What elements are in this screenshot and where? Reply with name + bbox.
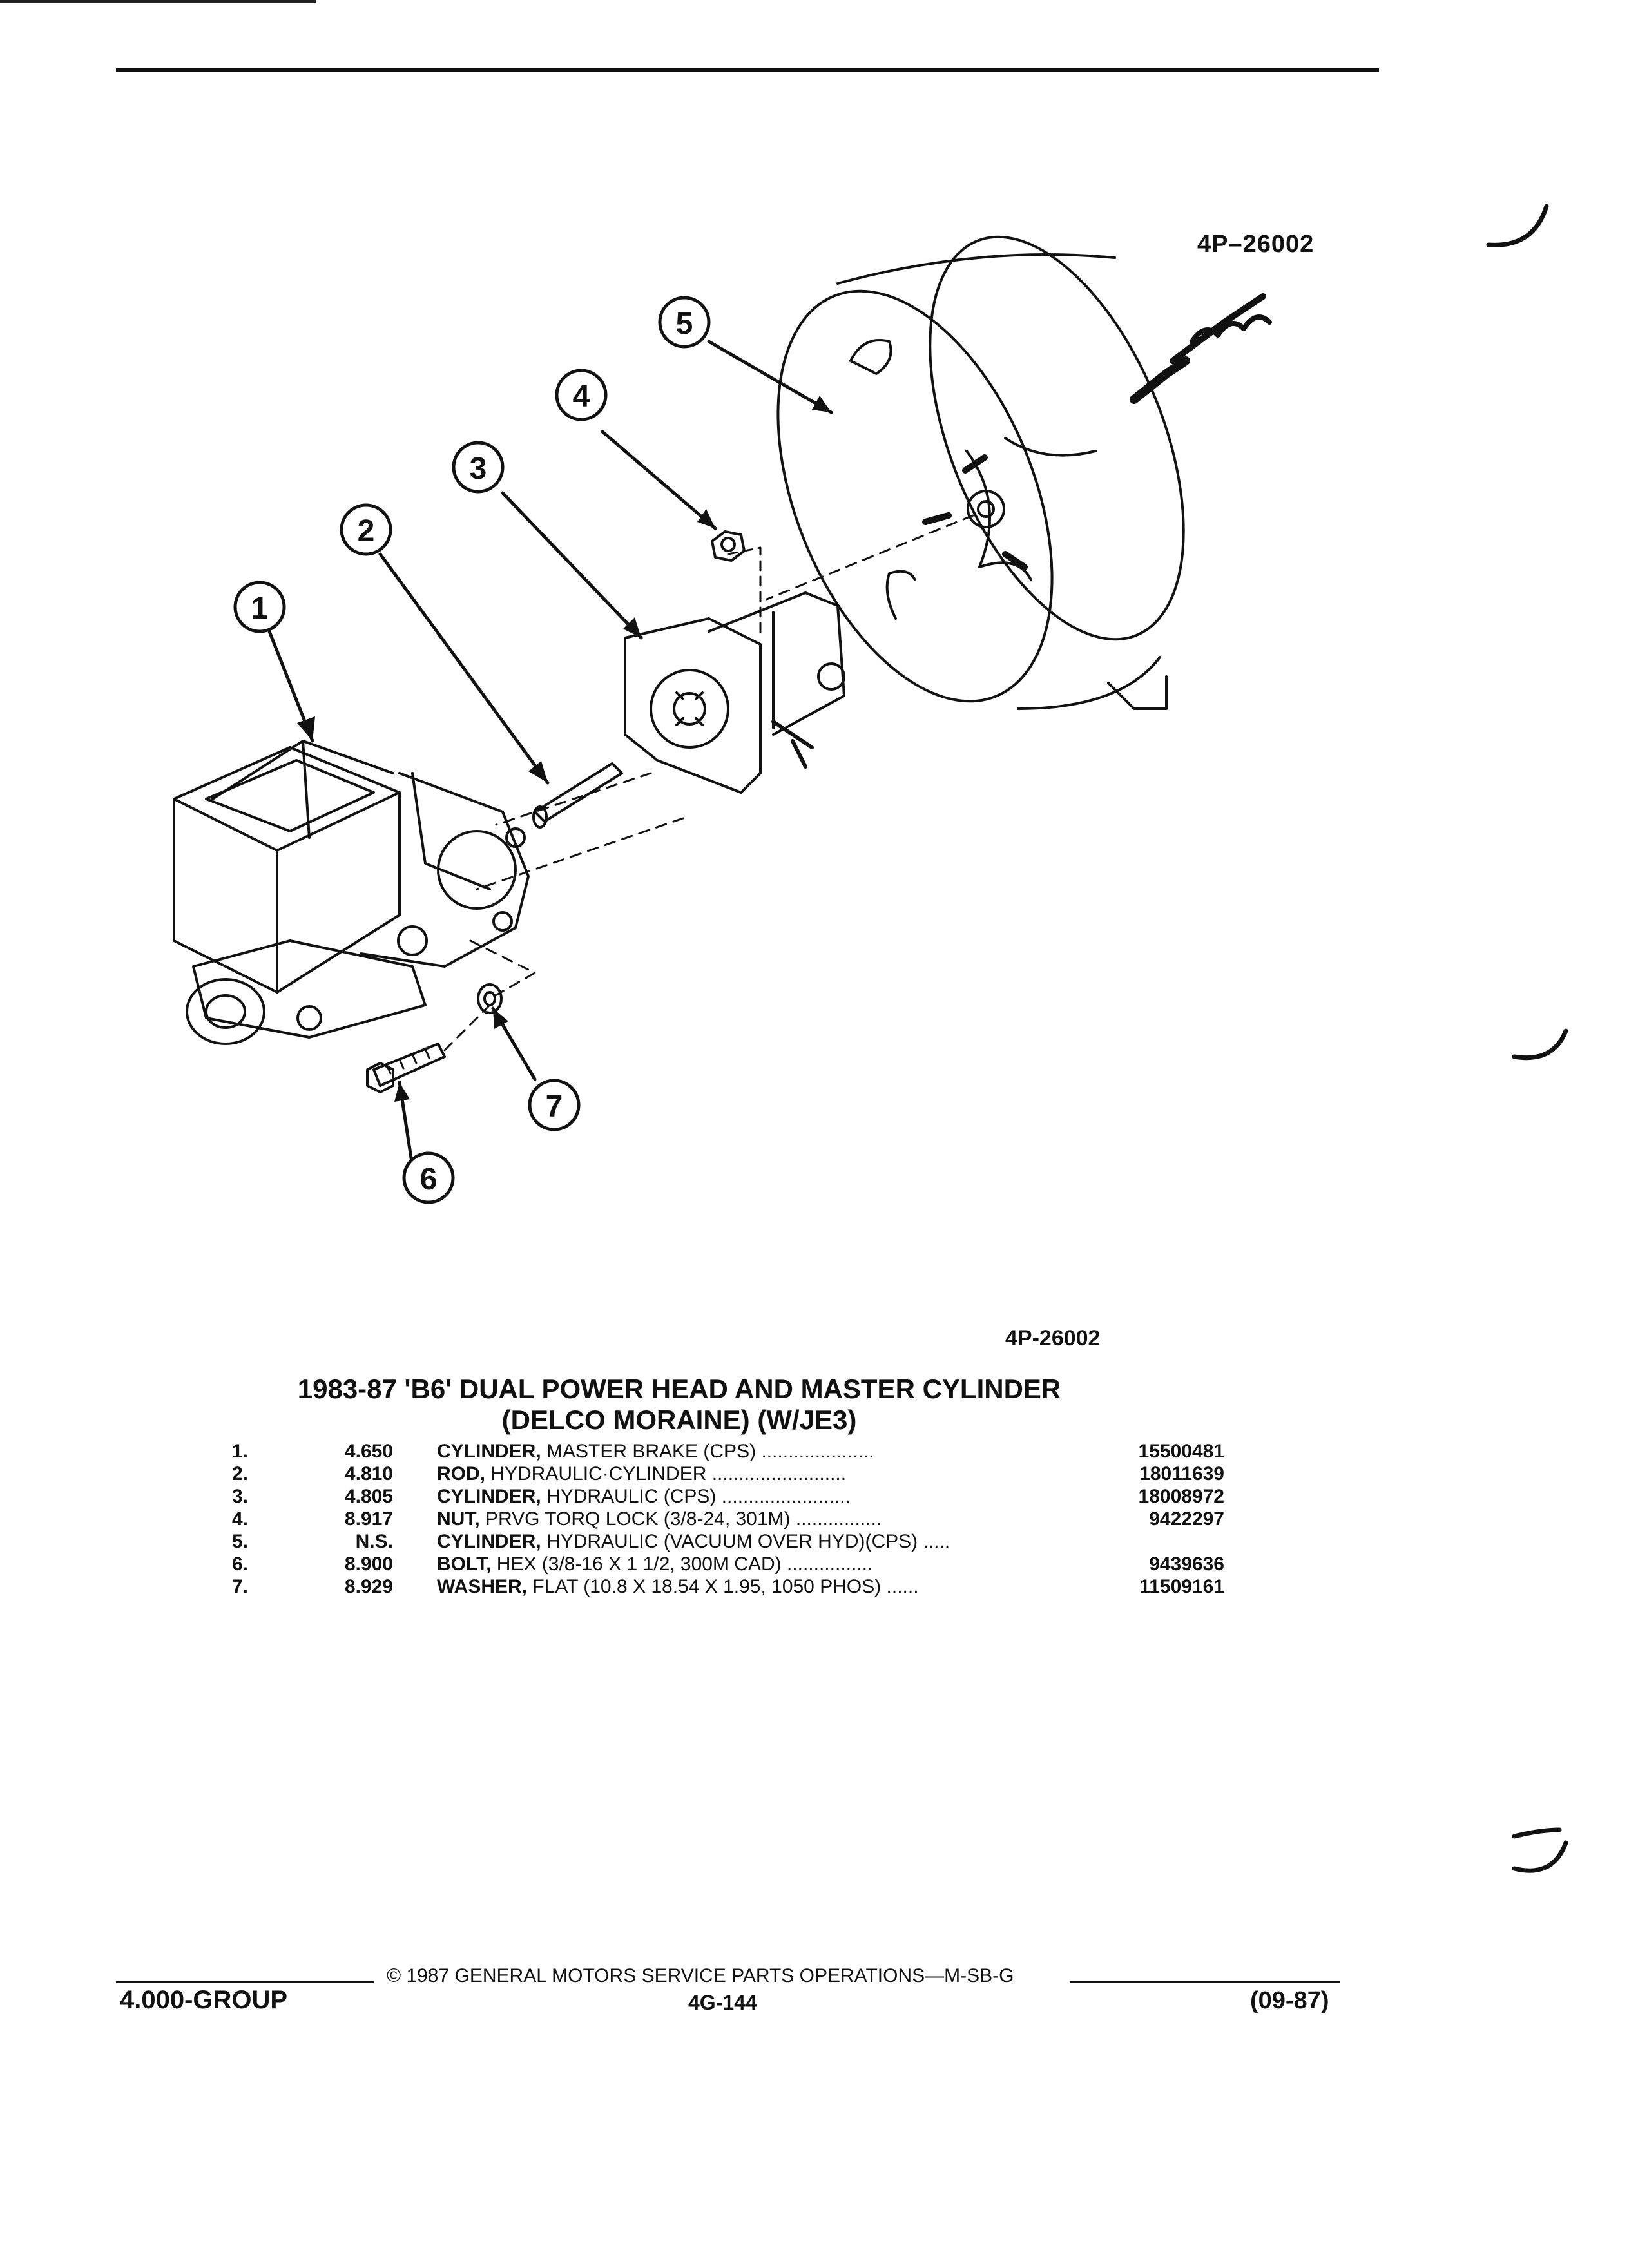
item-name: CYLINDER,	[437, 1486, 541, 1507]
item-detail: MASTER BRAKE (CPS) .....................	[541, 1441, 874, 1462]
page-number: 4G-144	[688, 1991, 757, 2014]
item-detail: HYDRAULIC (VACUUM OVER HYD)(CPS) .....	[541, 1531, 950, 1552]
item-name: WASHER,	[437, 1576, 528, 1597]
top-short-rule	[0, 0, 316, 3]
svg-text:3: 3	[470, 452, 487, 486]
svg-text:1: 1	[251, 591, 269, 626]
exploded-parts-diagram: 1 2 3 4 5 6 7	[173, 235, 1272, 1204]
item-code: 4.810	[344, 1463, 393, 1485]
power-booster-drawing	[776, 235, 1272, 710]
svg-text:7: 7	[546, 1090, 563, 1124]
parts-row: 3. 4.805 CYLINDER, HYDRAULIC (CPS) .....…	[219, 1486, 1224, 1508]
item-description: CYLINDER, HYDRAULIC (VACUUM OVER HYD)(CP…	[437, 1531, 1081, 1553]
master-cylinder-drawing	[173, 740, 530, 1045]
parts-row: 5. N.S. CYLINDER, HYDRAULIC (VACUUM OVER…	[219, 1531, 1224, 1553]
callout-7: 7	[528, 1079, 581, 1131]
item-detail: HYDRAULIC·CYLINDER .....................…	[485, 1463, 847, 1485]
item-number: 4.	[232, 1508, 249, 1530]
item-name: CYLINDER,	[437, 1441, 541, 1462]
item-name: ROD,	[437, 1463, 485, 1485]
svg-text:2: 2	[358, 514, 375, 548]
parts-row: 2. 4.810 ROD, HYDRAULIC·CYLINDER .......…	[219, 1463, 1224, 1486]
item-detail: HYDRAULIC (CPS) ........................	[541, 1486, 851, 1507]
part-number: 15500481	[1138, 1441, 1224, 1462]
item-description: NUT, PRVG TORQ LOCK (3/8-24, 301M) .....…	[437, 1508, 1081, 1530]
item-code: 4.805	[344, 1486, 393, 1507]
hydraulic-cylinder-drawing	[624, 591, 845, 794]
callout-3: 3	[452, 441, 505, 494]
footer-rule-left	[116, 1981, 374, 1983]
item-number: 5.	[232, 1531, 249, 1552]
item-detail: PRVG TORQ LOCK (3/8-24, 301M) ..........…	[479, 1508, 882, 1530]
bolt-drawing	[366, 1043, 446, 1093]
item-name: NUT,	[437, 1508, 480, 1530]
parts-row: 4. 8.917 NUT, PRVG TORQ LOCK (3/8-24, 30…	[219, 1508, 1224, 1531]
rod-drawing	[532, 762, 623, 829]
item-number: 1.	[232, 1441, 249, 1462]
item-description: WASHER, FLAT (10.8 X 18.54 X 1.95, 1050 …	[437, 1576, 1081, 1598]
item-number: 2.	[232, 1463, 249, 1485]
item-code: 8.929	[344, 1576, 393, 1597]
parts-list: 1. 4.650 CYLINDER, MASTER BRAKE (CPS) ..…	[219, 1441, 1224, 1599]
part-number: 11509161	[1139, 1576, 1224, 1597]
part-number: 9439636	[1149, 1553, 1224, 1575]
part-number: 18008972	[1138, 1486, 1224, 1507]
item-description: CYLINDER, MASTER BRAKE (CPS) ...........…	[437, 1441, 1081, 1463]
item-number: 7.	[232, 1576, 249, 1597]
part-number: 18011639	[1139, 1463, 1224, 1485]
item-name: CYLINDER,	[437, 1531, 541, 1552]
item-description: CYLINDER, HYDRAULIC (CPS) ..............…	[437, 1486, 1081, 1508]
top-rule	[116, 68, 1379, 72]
item-detail: FLAT (10.8 X 18.54 X 1.95, 1050 PHOS) ..…	[527, 1576, 919, 1597]
callout-6: 6	[402, 1151, 455, 1204]
nut-drawing	[711, 530, 762, 639]
callout-4: 4	[555, 369, 608, 421]
item-number: 3.	[232, 1486, 249, 1507]
footer-rule-right	[1070, 1981, 1340, 1983]
page-subtitle: (DELCO MORAINE) (W/JE3)	[501, 1405, 857, 1435]
page-title: 1983-87 'B6' DUAL POWER HEAD AND MASTER …	[297, 1374, 1061, 1404]
item-code: 8.917	[344, 1508, 393, 1530]
group-label: 4.000-GROUP	[120, 1986, 288, 2014]
figure-code-top: 4P–26002	[1197, 231, 1315, 258]
item-code: N.S.	[355, 1531, 393, 1552]
parts-row: 1. 4.650 CYLINDER, MASTER BRAKE (CPS) ..…	[219, 1441, 1224, 1463]
callout-5: 5	[658, 296, 711, 349]
callout-2: 2	[340, 503, 392, 556]
part-number: 9422297	[1149, 1508, 1224, 1530]
item-description: BOLT, HEX (3/8-16 X 1 1/2, 300M CAD) ...…	[437, 1553, 1081, 1575]
revision-date: (09-87)	[1250, 1987, 1329, 2014]
item-name: BOLT,	[437, 1553, 492, 1575]
item-code: 4.650	[344, 1441, 393, 1462]
parts-row: 7. 8.929 WASHER, FLAT (10.8 X 18.54 X 1.…	[219, 1576, 1224, 1599]
svg-text:6: 6	[420, 1162, 438, 1196]
callout-1: 1	[233, 581, 286, 633]
item-detail: HEX (3/8-16 X 1 1/2, 300M CAD) .........…	[491, 1553, 873, 1575]
copyright-notice: © 1987 GENERAL MOTORS SERVICE PARTS OPER…	[387, 1965, 1014, 1986]
svg-text:4: 4	[573, 380, 590, 414]
svg-text:5: 5	[676, 307, 693, 341]
item-description: ROD, HYDRAULIC·CYLINDER ................…	[437, 1463, 1081, 1485]
item-code: 8.900	[344, 1553, 393, 1575]
washer-drawing	[477, 983, 503, 1014]
figure-code-bottom: 4P-26002	[1005, 1326, 1101, 1350]
item-number: 6.	[232, 1553, 249, 1575]
parts-row: 6. 8.900 BOLT, HEX (3/8-16 X 1 1/2, 300M…	[219, 1553, 1224, 1576]
